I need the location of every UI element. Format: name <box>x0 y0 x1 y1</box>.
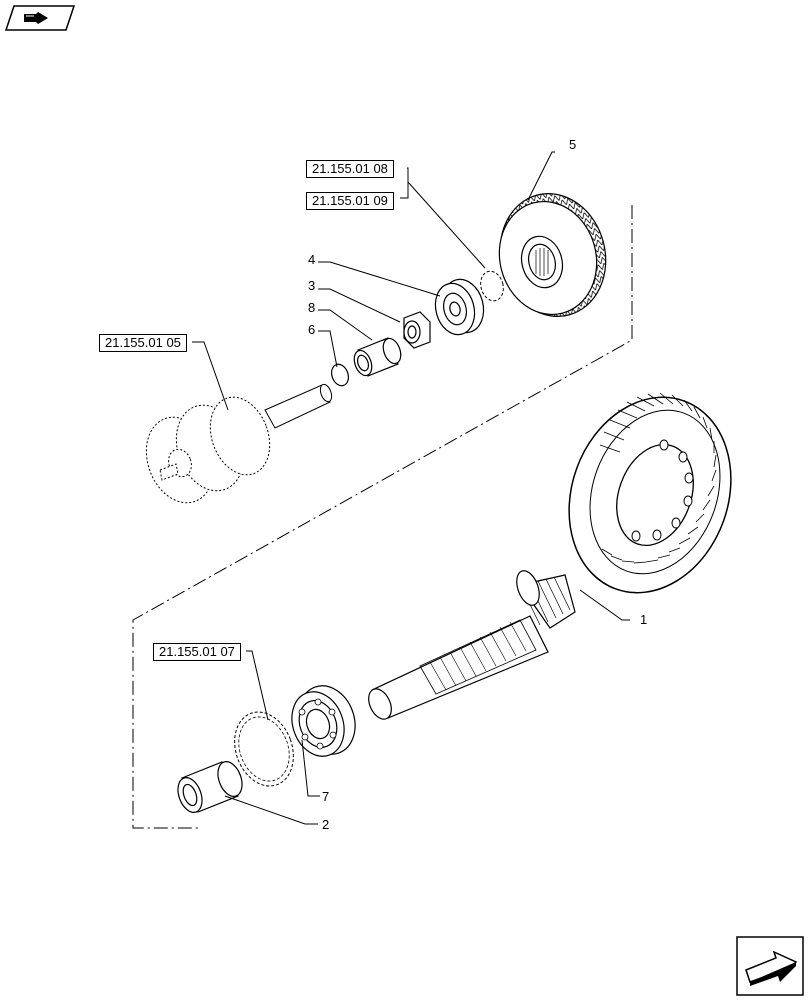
spacer-sleeve <box>177 761 243 813</box>
ring-gear <box>568 392 732 594</box>
ref-box-bottom[interactable]: 21.155.01 07 <box>153 643 241 661</box>
callout-5: 5 <box>569 137 577 152</box>
roller-bearing <box>434 278 485 336</box>
callout-3: 3 <box>308 278 316 293</box>
leader-lines <box>192 151 630 825</box>
pinion-shaft <box>368 570 576 720</box>
hand-pointing-right-icon <box>4 5 76 31</box>
ref-box-top-1[interactable]: 21.155.01 08 <box>306 160 394 178</box>
next-page-arrow-icon <box>736 936 804 996</box>
previous-page-button[interactable] <box>4 4 76 32</box>
callout-6: 6 <box>308 322 316 337</box>
ref-box-left[interactable]: 21.155.01 05 <box>99 334 187 352</box>
drive-gear <box>498 193 607 317</box>
clutch-assembly <box>145 396 271 504</box>
needle-bearing <box>353 337 402 377</box>
shim-ring <box>234 711 294 787</box>
circlip <box>330 363 350 387</box>
next-page-button[interactable] <box>736 936 804 996</box>
callout-8: 8 <box>308 300 316 315</box>
callout-4: 4 <box>308 252 316 267</box>
callout-7: 7 <box>322 789 330 804</box>
assembly-boundary-line <box>132 205 633 829</box>
callout-1: 1 <box>640 612 648 627</box>
ball-bearing <box>291 685 356 757</box>
ref-box-top-2[interactable]: 21.155.01 09 <box>306 192 394 210</box>
callout-2: 2 <box>322 817 330 832</box>
snap-ring <box>480 270 504 302</box>
hex-nut <box>403 311 431 349</box>
